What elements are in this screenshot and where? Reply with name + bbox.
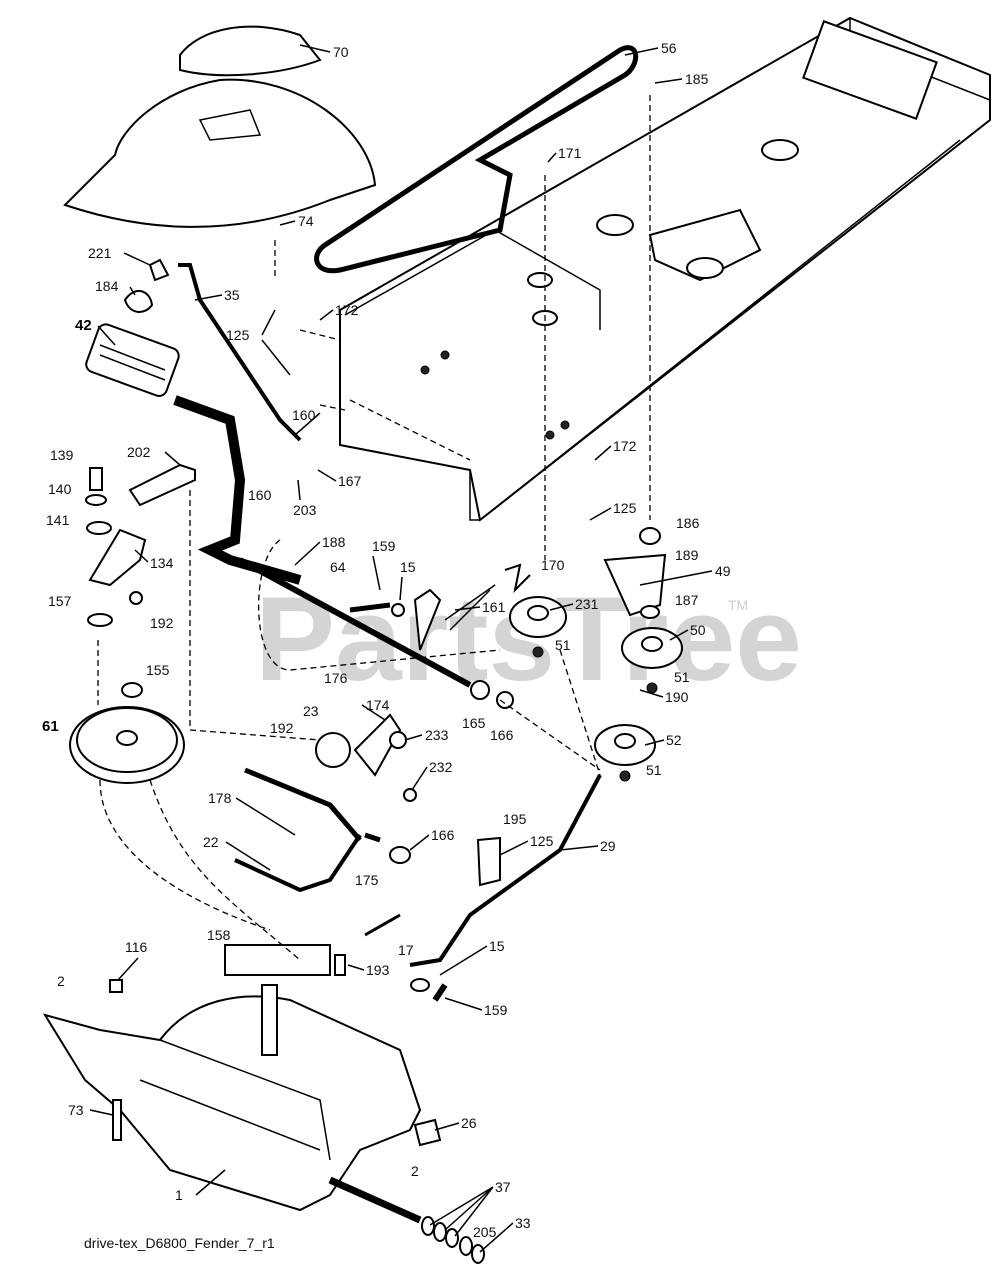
reference-lines <box>97 95 651 961</box>
watermark: PartsTree <box>255 572 802 706</box>
callout-52: 52 <box>666 732 682 748</box>
main-frame <box>339 16 991 522</box>
fender <box>63 25 377 228</box>
callout-15-upper: 15 <box>400 559 416 575</box>
callout-232: 232 <box>429 759 453 775</box>
callout-186: 186 <box>676 515 700 531</box>
callout-205: 205 <box>473 1224 497 1240</box>
callout-176: 176 <box>324 670 348 686</box>
callout-166-upper: 166 <box>490 727 514 743</box>
callout-17: 17 <box>398 942 414 958</box>
callout-187: 187 <box>675 592 699 608</box>
callout-172-lower: 172 <box>613 438 637 454</box>
callout-158: 158 <box>207 927 231 943</box>
callout-125-mid: 125 <box>613 500 637 516</box>
callout-167: 167 <box>338 473 362 489</box>
callout-190: 190 <box>665 689 689 705</box>
brake-pedal-assembly <box>85 258 302 585</box>
callout-2-upper: 2 <box>57 973 65 989</box>
callout-51-a: 51 <box>555 637 571 653</box>
callout-189: 189 <box>675 547 699 563</box>
callout-159-upper: 159 <box>372 538 396 554</box>
callout-70: 70 <box>333 44 349 60</box>
callout-231: 231 <box>575 596 599 612</box>
callout-175: 175 <box>355 872 379 888</box>
callout-22: 22 <box>203 834 219 850</box>
callout-203: 203 <box>293 502 317 518</box>
callout-26: 26 <box>461 1115 477 1131</box>
callout-233: 233 <box>425 727 449 743</box>
callout-165: 165 <box>462 715 486 731</box>
callout-172-upper: 172 <box>335 302 359 318</box>
callout-37: 37 <box>495 1179 511 1195</box>
axle-washers <box>421 1216 485 1264</box>
callout-73: 73 <box>68 1102 84 1118</box>
callout-51-b: 51 <box>674 669 690 685</box>
callout-139: 139 <box>50 447 74 463</box>
callout-29: 29 <box>600 838 616 854</box>
transaxle <box>42 944 442 1224</box>
callout-42: 42 <box>75 317 92 334</box>
callout-64: 64 <box>330 559 346 575</box>
right-linkage <box>364 774 602 1002</box>
callout-23: 23 <box>303 703 319 719</box>
callout-50: 50 <box>690 622 706 638</box>
callout-labels: 70 56 185 171 74 221 35 184 172 125 42 1… <box>42 40 731 1240</box>
idler-pulleys <box>504 527 683 782</box>
clutch-bracket-assembly <box>234 713 417 893</box>
watermark-tm: TM <box>728 597 748 613</box>
callout-166-lower: 166 <box>431 827 455 843</box>
callout-178: 178 <box>208 790 232 806</box>
callout-157: 157 <box>48 593 72 609</box>
callout-161: 161 <box>482 599 506 615</box>
callout-171: 171 <box>558 145 582 161</box>
callout-160-upper: 160 <box>292 407 316 423</box>
callout-35: 35 <box>224 287 240 303</box>
callout-125-upper: 125 <box>226 327 250 343</box>
callout-202: 202 <box>127 444 151 460</box>
callout-192-center: 192 <box>270 720 294 736</box>
callout-160-lower: 160 <box>248 487 272 503</box>
callout-15-lower: 15 <box>489 938 505 954</box>
callout-193: 193 <box>366 962 390 978</box>
callout-1: 1 <box>175 1187 183 1203</box>
callout-159-lower: 159 <box>484 1002 508 1018</box>
left-bracket-stack <box>85 463 196 627</box>
drive-belt <box>314 45 639 274</box>
idler-shaft-assembly <box>238 557 514 709</box>
callout-155: 155 <box>146 662 170 678</box>
callout-170: 170 <box>541 557 565 573</box>
callout-221: 221 <box>88 245 112 261</box>
callout-74: 74 <box>298 213 314 229</box>
callout-184: 184 <box>95 278 119 294</box>
callout-51-c: 51 <box>646 762 662 778</box>
callout-116: 116 <box>125 939 148 955</box>
leader-lines <box>89 44 713 1253</box>
callout-192-left: 192 <box>150 615 174 631</box>
callout-33: 33 <box>515 1215 531 1231</box>
callout-49: 49 <box>715 563 731 579</box>
callout-140: 140 <box>48 481 72 497</box>
engine-pulley <box>69 682 185 784</box>
callout-125-lower: 125 <box>530 833 554 849</box>
callout-185: 185 <box>685 71 709 87</box>
callout-2-lower: 2 <box>411 1163 419 1179</box>
diagram-caption: drive-tex_D6800_Fender_7_r1 <box>84 1235 275 1251</box>
callout-134: 134 <box>150 555 174 571</box>
callout-56: 56 <box>661 40 677 56</box>
callout-174: 174 <box>366 697 390 713</box>
callout-195: 195 <box>503 811 527 827</box>
callout-188: 188 <box>322 534 346 550</box>
callout-141: 141 <box>46 512 70 528</box>
callout-61: 61 <box>42 718 59 735</box>
